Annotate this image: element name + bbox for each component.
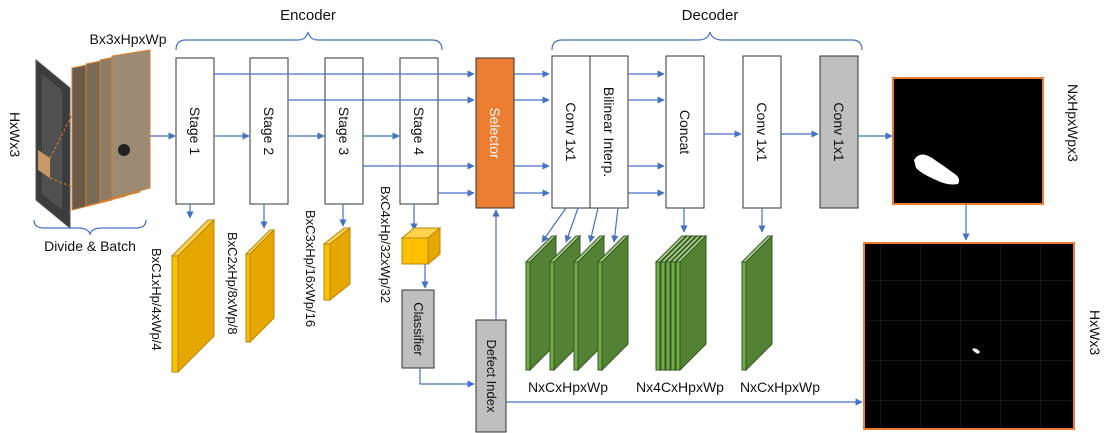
input-image-tile (42, 74, 62, 210)
input-batch-label: Bx3xHpxWp (89, 31, 166, 47)
stage-4-box (399, 57, 439, 205)
stage-3-label: Stage 3 (336, 107, 352, 155)
feature-label-2: BxC2xHp/8xWp/8 (225, 232, 240, 335)
conv-1x1-box (551, 55, 591, 209)
conv3-box (819, 55, 859, 209)
tensor3-label: NxCxHpxWp (740, 379, 820, 395)
feature-map-1 (170, 218, 216, 374)
output-patch-label: NxHpxWpx3 (1065, 84, 1081, 162)
patch-defect-shape (914, 154, 960, 185)
tensor-group-1 (524, 234, 630, 372)
conv2-label: Conv 1x1 (754, 102, 770, 161)
input-image-patch (38, 150, 50, 178)
stage-3: Stage 3 (324, 57, 364, 205)
feature-label-3: BxC3xHp/16xWp/16 (303, 210, 318, 327)
feature-map-3 (322, 226, 352, 302)
stage-3-box (324, 57, 364, 205)
stage-2-label: Stage 2 (261, 107, 277, 155)
bilinear-concat-arrows (628, 70, 665, 197)
classifier-box (401, 289, 435, 369)
stage-4: Stage 4 (399, 57, 439, 205)
stage-4-label: Stage 4 (411, 107, 427, 155)
encoder-brace (175, 31, 443, 51)
conv-1x1-label: Conv 1x1 (563, 102, 579, 161)
stage-1: Stage 1 (175, 57, 215, 205)
zoom-line-top (49, 99, 81, 159)
selector-arrows (514, 70, 550, 197)
input-image (35, 58, 81, 230)
decoder-brace (551, 31, 863, 51)
conv3-label: Conv 1x1 (831, 102, 847, 161)
patch-layer-4 (111, 49, 151, 199)
stage-2: Stage 2 (249, 57, 289, 205)
selector-label: Selector (487, 107, 503, 159)
defect-index-box (475, 319, 507, 433)
decoder-title: Decoder (682, 7, 739, 24)
feature-map-2 (244, 228, 276, 344)
patch-defect (118, 144, 130, 156)
output-full-label: HxWx3 (1087, 310, 1103, 355)
classifier-label: Classifier (411, 302, 426, 356)
feature-label-4: BxC4xHp/32xWp/32 (378, 186, 393, 303)
encoder-title: Encoder (280, 7, 336, 24)
green-map-4 (596, 234, 630, 372)
bilinear-box (589, 55, 629, 209)
input-size-label: HxWx3 (7, 112, 23, 157)
feature-label-1: BxC1xHp/4xWp/4 (149, 248, 164, 351)
green-stack-5 (674, 234, 708, 372)
tensor-group-3 (740, 234, 774, 372)
output-full-grid (866, 245, 1072, 427)
encoder-arrows (150, 70, 475, 231)
stage-2-box (249, 57, 289, 205)
batch-brace (33, 219, 147, 236)
tensor1-label: NxCxHpxWp (528, 379, 608, 395)
batch-label: Divide & Batch (44, 238, 136, 254)
tensor-group-2 (654, 234, 708, 372)
full-defect-shape (972, 348, 980, 354)
concat-box (665, 55, 705, 209)
defect-index-label: Defect Index (484, 340, 499, 413)
stage-1-label: Stage 1 (187, 107, 203, 155)
selector-box (475, 57, 515, 209)
arrow-classifier-defect (419, 368, 475, 388)
output-patch-mask (892, 77, 1044, 205)
patch-batch (71, 49, 151, 211)
bilinear-label: Bilinear Interp. (601, 87, 617, 177)
decoder-down-arrows (541, 207, 766, 243)
feature-map-4 (400, 226, 442, 266)
stage-1-box (175, 57, 215, 205)
conv2-box (742, 55, 782, 209)
tensor2-label: Nx4CxHpxWp (636, 379, 724, 395)
concat-label: Concat (677, 110, 693, 154)
